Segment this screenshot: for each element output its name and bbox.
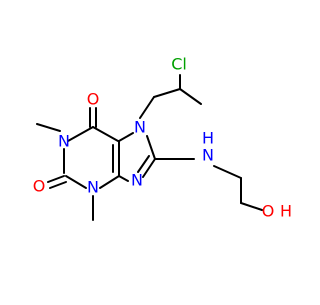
bond-c2-n3 [65,175,87,189]
hydrogen-atom-label: H [280,202,292,221]
molecule-svg: O N N O N N N H Cl O H [33,55,292,221]
molecule-structure-diagram: O N N O N N N H Cl O H [33,55,292,221]
bond-c2-o [47,175,65,183]
bond-ch2-ch [153,88,181,98]
nitrogen-atom-label: N [87,178,99,197]
bond-n7-ch2 [139,96,155,119]
bond-c5-n7 [118,132,134,142]
bond-ch2-oh [240,202,263,211]
bond-c6-n1 [67,126,94,142]
nitrogen-atom-label: N [202,146,214,165]
nitrogen-atom-label: N [134,118,146,137]
bond-ch-ch3 [179,88,202,105]
oxygen-atom-label: O [262,202,275,221]
hydrogen-atom-label: H [202,129,214,148]
bond-n7-c8 [146,135,156,160]
oxygen-atom-label: O [87,90,100,109]
atom-labels: O N N O N N N H Cl O H [33,55,292,221]
bond-n9-c4 [118,175,129,182]
bonds [36,74,263,221]
chlorine-atom-label: Cl [171,55,187,74]
bond-c8-n9 [142,158,156,178]
bond-n3-c4 [99,175,120,189]
bond-c6-c5 [92,126,119,142]
bond-nh-ch2 [213,165,242,179]
bond-c2-o-double [49,181,67,189]
nitrogen-atom-label: N [131,171,143,190]
nitrogen-atom-label: N [58,132,70,151]
oxygen-atom-label: O [33,177,46,196]
bond-n1-methyl [36,123,61,132]
bond-c8-n9-double [137,155,150,173]
